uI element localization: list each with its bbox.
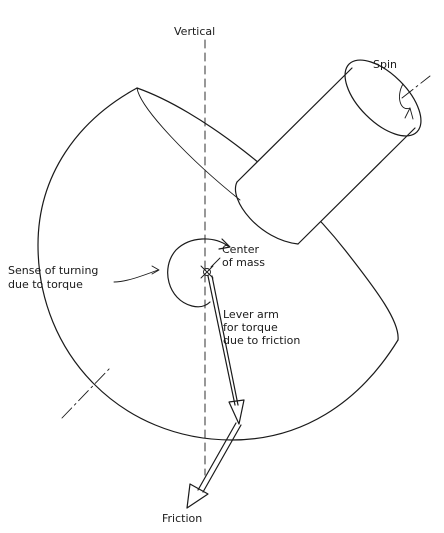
label-lever-line1: Lever arm (223, 308, 279, 321)
sense-leader-line (113, 269, 159, 283)
spin-arrow (399, 83, 414, 120)
label-friction: Friction (162, 512, 202, 525)
spin-axis-upper (401, 75, 431, 99)
torque-turning-arrow (167, 238, 231, 308)
lever-arm-arrow (207, 275, 245, 425)
label-spin: Spin (373, 58, 397, 71)
label-sense-line2: due to torque (8, 278, 83, 291)
friction-arrow (186, 422, 242, 509)
label-lever-line2: for torque (223, 321, 278, 334)
hemisphere-outline (37, 87, 399, 441)
top-face-rim-inner (136, 87, 241, 201)
center-of-mass-leader (210, 257, 221, 268)
cylinder (234, 59, 422, 245)
center-of-mass-marker (200, 265, 214, 279)
label-lever-line3: due to friction (223, 334, 300, 347)
spin-axis-lower (61, 367, 111, 419)
label-center-of-mass-line1: Center (222, 243, 260, 256)
label-vertical: Vertical (174, 25, 215, 38)
label-sense-line1: Sense of turning (8, 264, 98, 277)
label-center-of-mass-line2: of mass (222, 256, 265, 269)
top-face-rim (136, 87, 399, 341)
